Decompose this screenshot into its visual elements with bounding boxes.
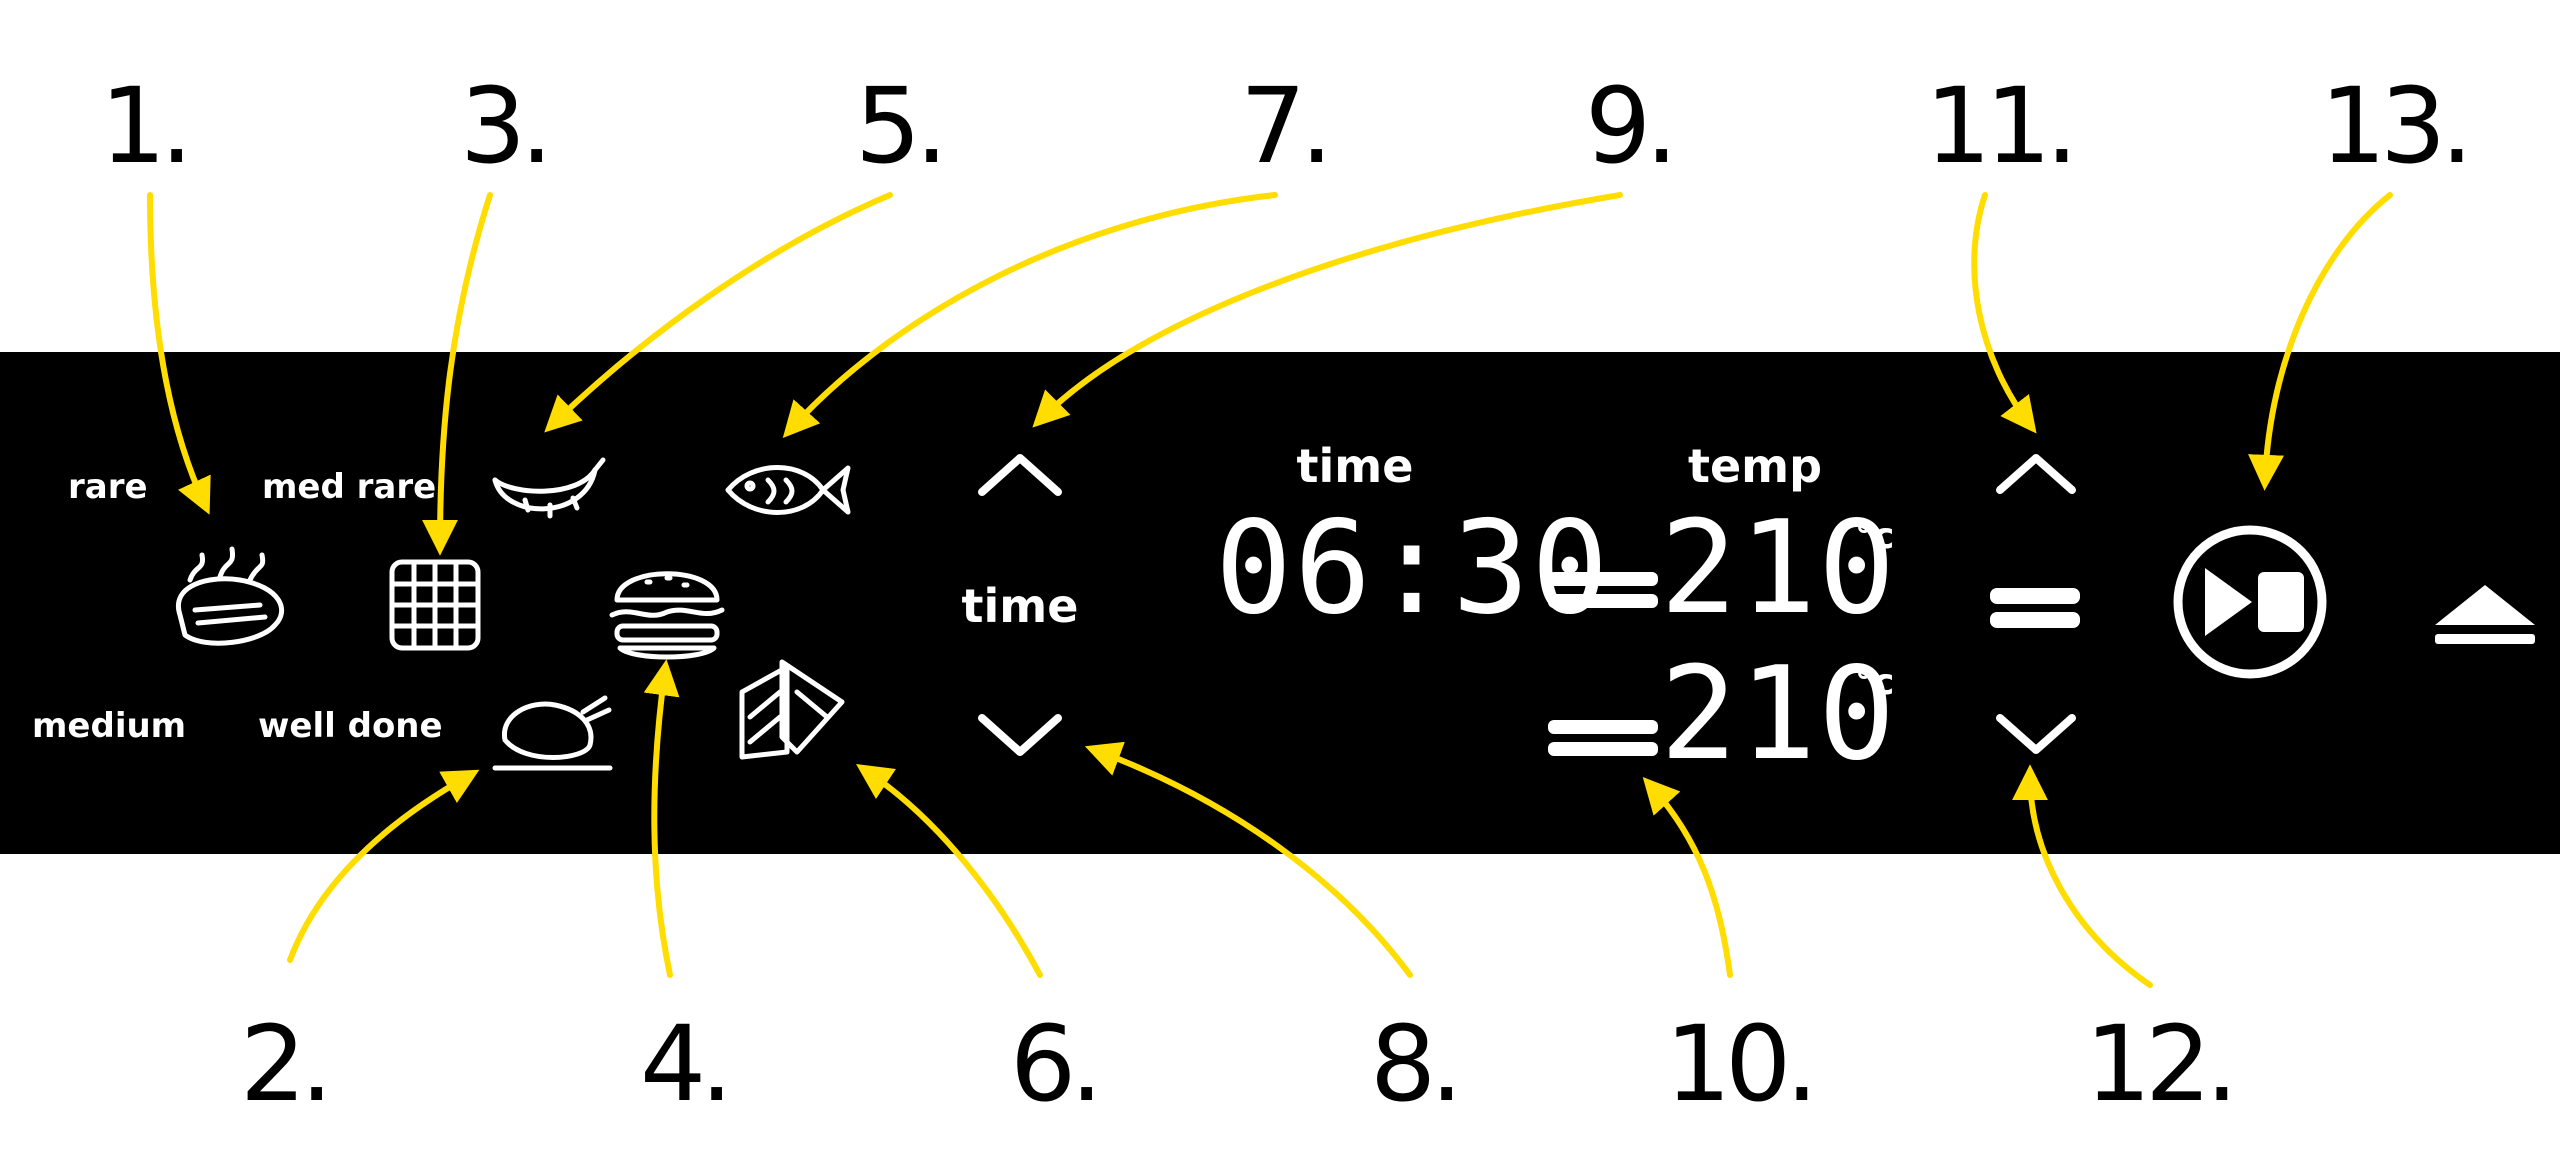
temp-down-chevron-down-icon[interactable] — [1996, 714, 2076, 754]
arrow-7 — [782, 192, 1278, 439]
callout-5: 5. — [855, 65, 942, 187]
arrow-6 — [856, 764, 1043, 978]
callout-arrows — [147, 192, 2393, 988]
callout-13: 13. — [2320, 65, 2467, 187]
temp-top-unit: °c — [1855, 516, 1894, 557]
steak-icon[interactable] — [175, 546, 285, 646]
fish-icon[interactable] — [725, 465, 851, 515]
arrow-9 — [1032, 192, 1623, 428]
time-up-chevron-up-icon[interactable] — [978, 454, 1062, 496]
temp-bottom-bar-2 — [1548, 742, 1658, 756]
arrow-3 — [422, 192, 493, 556]
chicken-icon[interactable] — [492, 695, 613, 771]
temp-selector-bar-bottom[interactable] — [1990, 612, 2080, 628]
arrow-4 — [643, 659, 680, 978]
play-stop-icon[interactable] — [2173, 525, 2327, 679]
callout-8: 8. — [1370, 1003, 1457, 1125]
label-medium: medium — [32, 706, 186, 746]
temp-bottom-value: 210 — [1660, 640, 1897, 789]
callout-12: 12. — [2085, 1003, 2232, 1125]
callout-7: 7. — [1240, 65, 1327, 187]
temp-bottom-bar — [1548, 720, 1658, 734]
arrow-10 — [1642, 777, 1733, 978]
callout-3: 3. — [460, 65, 547, 187]
display-temp-top: 210 °c — [1548, 494, 1897, 643]
arrow-11 — [1971, 192, 2037, 434]
callout-4: 4. — [640, 1003, 727, 1125]
callout-10: 10. — [1665, 1003, 1812, 1125]
callout-11: 11. — [1925, 65, 2072, 187]
time-control-label: time — [962, 579, 1079, 633]
callout-6: 6. — [1010, 1003, 1097, 1125]
arrow-13 — [2248, 192, 2393, 491]
sandwich-icon[interactable] — [739, 659, 845, 760]
time-down-chevron-down-icon[interactable] — [978, 714, 1062, 756]
temp-top-bar — [1548, 572, 1658, 586]
temp-top-bar-2 — [1548, 594, 1658, 608]
arrow-12 — [2012, 764, 2153, 988]
waffle-icon[interactable] — [389, 559, 481, 651]
temp-selector-bar-top[interactable] — [1990, 588, 2080, 604]
burger-icon[interactable] — [609, 571, 725, 660]
arrow-1 — [147, 192, 211, 515]
label-rare: rare — [68, 467, 148, 507]
arrow-5 — [544, 192, 893, 433]
temp-top-value: 210 — [1660, 494, 1897, 643]
callout-1: 1. — [100, 65, 187, 187]
arrow-8 — [1084, 741, 1413, 978]
display-temp-header: temp — [1688, 439, 1822, 493]
sausage-icon[interactable] — [492, 457, 606, 519]
display-time-value: 06:30 — [1215, 494, 1610, 643]
eject-icon[interactable] — [2435, 585, 2535, 644]
display-temp-bottom: 210 °c — [1548, 640, 1897, 789]
display-time-header: time — [1297, 439, 1414, 493]
temp-bottom-unit: °c — [1855, 662, 1894, 703]
label-med-rare: med rare — [262, 467, 436, 507]
arrow-2 — [287, 769, 480, 963]
temp-up-chevron-up-icon[interactable] — [1996, 454, 2076, 494]
callout-9: 9. — [1585, 65, 1672, 187]
callout-2: 2. — [240, 1003, 327, 1125]
label-well-done: well done — [258, 706, 443, 746]
